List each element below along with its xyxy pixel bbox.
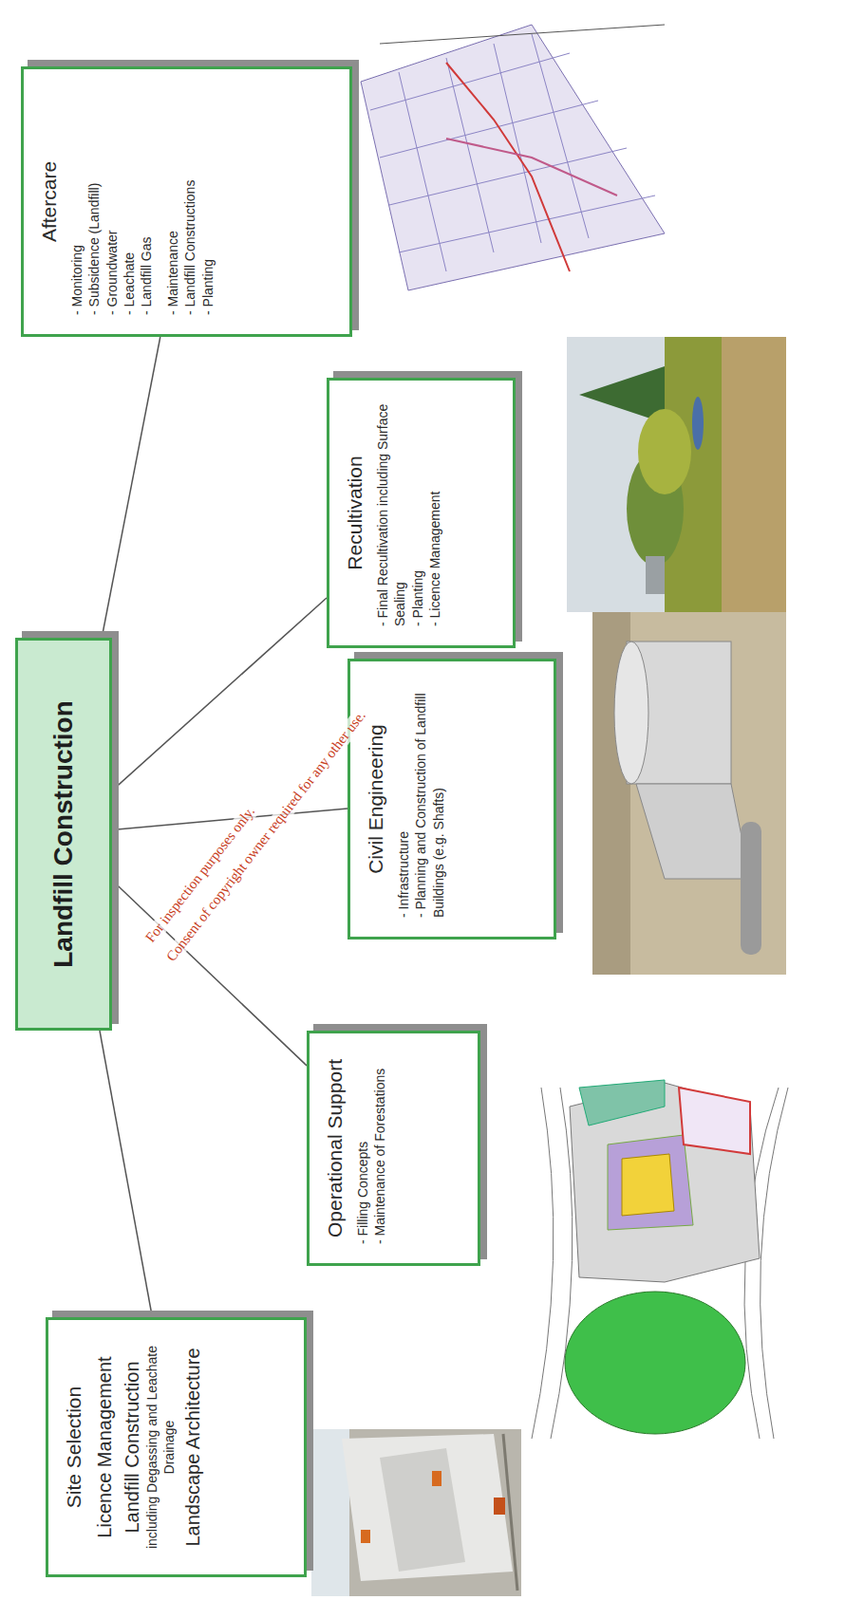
box-text: - Landfill Gas: [137, 82, 155, 316]
process-box: Aftercare - Monitoring- Subsidence (Landf…: [20, 66, 353, 338]
box-text: - Filling Concepts: [354, 1047, 372, 1245]
recultivation-photo: [566, 337, 787, 613]
box-text: - Planning and Construction of Landfill …: [412, 675, 447, 919]
process-box: Recultivation - Final Recultivation inclu…: [326, 377, 516, 649]
box-text: - Infrastructure: [394, 675, 413, 919]
box-text: - Groundwater: [103, 82, 121, 316]
box-text: - Maintenance of Forestations: [371, 1047, 389, 1245]
watermark-text: Consent of copyright owner required for …: [163, 708, 370, 966]
box-text: - Leachate: [120, 82, 138, 316]
box-heading: Landfill Construction: [48, 700, 79, 969]
box-heading: Operational Support: [322, 1047, 347, 1251]
box-text: - Planting: [409, 394, 427, 627]
process-box: Operational Support - Filling Concepts- M…: [306, 1031, 481, 1267]
process-box: Site Selection Licence ManagementLandfill…: [45, 1317, 307, 1578]
box-text: - Landfill Constructions: [181, 82, 199, 316]
process-box: Civil Engineering - Infrastructure- Plann…: [347, 658, 557, 940]
connector-line: [112, 598, 327, 791]
box-heading: Site Selection: [61, 1333, 86, 1562]
box-text: - Subsidence (Landfill): [85, 82, 103, 316]
box-text: Licence Management: [93, 1333, 117, 1562]
box-text: - Planting: [199, 82, 217, 316]
site-plan-drawing: [521, 1072, 792, 1451]
box-text: - Monitoring: [68, 82, 86, 316]
box-heading: Civil Engineering: [363, 675, 388, 924]
title-box: Landfill Construction: [15, 638, 113, 1032]
site-photo: [311, 1429, 522, 1597]
box-text: - Licence Management: [426, 394, 444, 627]
box-heading: Recultivation: [342, 394, 367, 633]
subsidence-mesh: [360, 24, 665, 291]
box-text: - Maintenance: [164, 82, 182, 316]
title-wrap: Landfill Construction: [48, 700, 79, 969]
box-heading: Aftercare: [37, 82, 61, 321]
box-text: Landscape Architecture: [181, 1333, 206, 1562]
box-text: - Final Recultivation including Surface …: [374, 394, 409, 627]
connector-line: [101, 337, 161, 639]
box-text: Landfill Construction: [120, 1333, 145, 1562]
shaft-photo: [592, 612, 787, 976]
box-text: including Degassing and Leachate Drainag…: [144, 1333, 178, 1562]
connector-line: [99, 1031, 152, 1318]
